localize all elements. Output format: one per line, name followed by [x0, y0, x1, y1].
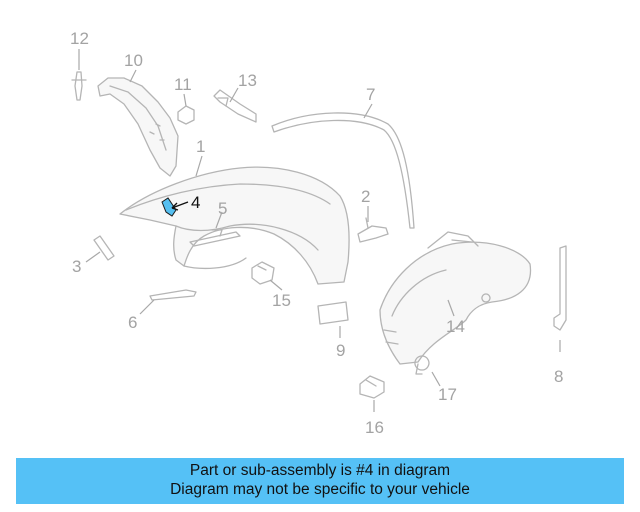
part-16-clip [359, 375, 385, 399]
callout-10: 10 [124, 51, 143, 70]
leader-4 [171, 201, 189, 209]
callout-8: 8 [554, 367, 563, 386]
parts-diagram: 12 10 11 13 7 1 4 5 [70, 29, 567, 437]
banner-line-2: Diagram may not be specific to your vehi… [170, 481, 470, 498]
callout-14: 14 [446, 317, 465, 336]
leader-17 [431, 371, 441, 387]
part-4-highlighted [161, 197, 177, 217]
callout-9: 9 [336, 341, 345, 360]
part-15-clip [251, 261, 275, 285]
leader-13 [229, 87, 239, 103]
part-17-retainer [414, 355, 430, 375]
leader-1 [195, 155, 203, 177]
callout-7: 7 [366, 85, 375, 104]
leader-4-arrowhead [171, 202, 179, 211]
part-info-banner: Part or sub-assembly is #4 in diagram Di… [16, 458, 624, 504]
callout-4: 4 [191, 193, 200, 212]
leader-14 [447, 299, 455, 317]
leader-15 [269, 279, 283, 291]
banner-line-1: Part or sub-assembly is #4 in diagram [189, 462, 451, 479]
part-14-wheelhouse-liner [379, 231, 532, 365]
callout-17: 17 [438, 385, 457, 404]
part-13-bracket [213, 89, 257, 123]
callout-5: 5 [218, 199, 227, 218]
callout-6: 6 [128, 313, 137, 332]
part-3-molding [93, 235, 115, 261]
callout-2: 2 [361, 187, 370, 206]
part-1-fender [119, 166, 350, 285]
callout-13: 13 [238, 71, 257, 90]
part-9-pad [317, 301, 349, 325]
leader-10 [129, 69, 137, 83]
callout-12: 12 [70, 29, 89, 48]
callout-1: 1 [196, 137, 205, 156]
part-2-bracket [357, 217, 389, 243]
part-11-clip [177, 105, 195, 125]
part-8-seal [553, 245, 567, 331]
callout-15: 15 [272, 291, 291, 310]
leader-6 [139, 299, 155, 315]
leader-3 [85, 251, 101, 263]
part-5-insert [189, 229, 241, 247]
part-7-wheel-opening-molding [271, 112, 415, 229]
leader-7 [363, 103, 373, 119]
part-6-strip [149, 289, 197, 301]
leader-11 [183, 93, 187, 107]
callout-3: 3 [72, 257, 81, 276]
part-10-splash-shield [97, 77, 179, 177]
leader-5 [215, 211, 223, 229]
callout-16: 16 [365, 418, 384, 437]
part-12-push-pin [71, 71, 87, 101]
callout-11: 11 [174, 75, 192, 94]
